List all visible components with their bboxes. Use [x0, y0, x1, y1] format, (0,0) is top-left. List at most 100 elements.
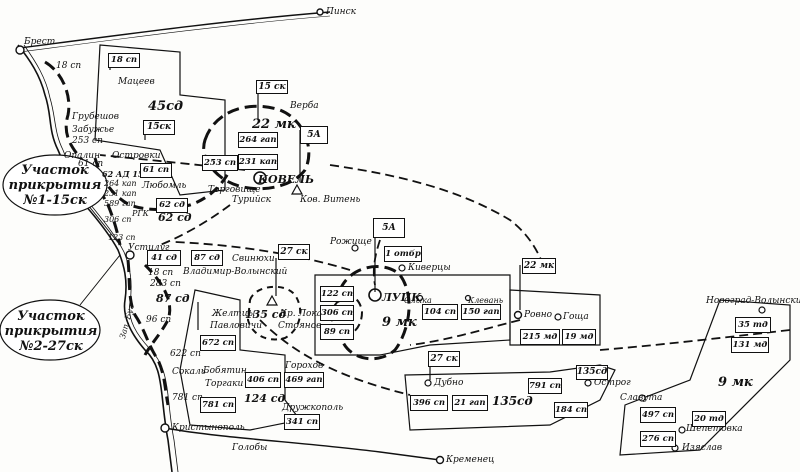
label-kovel-station: Ков. Витень: [300, 195, 361, 205]
label-kivertsy: Киверцы: [408, 263, 451, 273]
formation-283sp: 283 сп: [150, 279, 181, 289]
march-22mk-rovno: [329, 164, 546, 271]
label-vladimir: Владимир-Волынский: [183, 267, 288, 277]
label-ostrog: Острог: [594, 378, 631, 388]
label-klevan: Клевань: [468, 296, 504, 305]
label-brest: Брест: [24, 37, 56, 47]
formation-62ad: 62 АД 15ск: [102, 169, 154, 179]
formation-135sd-b: 135сд: [492, 394, 533, 408]
brest-marker: [15, 45, 25, 55]
unit-15sk-top: 15 ск: [256, 80, 288, 94]
unit-22mk: 22 мк: [522, 258, 556, 274]
unit-497sp: 497 сп: [640, 407, 676, 423]
formation-135sd: 135 сд: [245, 308, 287, 321]
area-9mk-right: [619, 299, 791, 456]
area-lutsk-box: [314, 274, 511, 356]
label-druzhkopol: Дружкополь: [282, 403, 344, 413]
label-novograd: Новоград-Волынский: [706, 296, 800, 306]
formation-123: 123 сп: [108, 233, 136, 242]
unit-27sk: 27 ск: [278, 244, 310, 260]
label-holoby: Голобы: [232, 443, 268, 453]
unit-21gap: 21 гап: [452, 395, 488, 411]
label-slavuta: Славута: [620, 393, 663, 403]
label-zabuzhe: Забужье: [72, 125, 115, 135]
bug-river-2: [23, 44, 179, 472]
unit-406sp: 406 сп: [245, 372, 281, 388]
label-turiysk: Турийск: [232, 195, 271, 205]
formation-9mk-b: 9 мк: [718, 375, 753, 390]
march-south: [259, 319, 411, 396]
formation-18cn: 18 сп: [148, 268, 174, 278]
label-stoyanov: Стоянов: [278, 321, 322, 331]
unit-469gap: 469 гап: [284, 372, 324, 388]
unit-27sk-2: 27 ск: [428, 351, 460, 367]
olyka-marker: [416, 294, 424, 302]
label-shepetovka: Шепетовка: [686, 424, 743, 434]
label-maciev: Мацеев: [118, 77, 155, 87]
unit-5a-2: 5А: [373, 218, 405, 238]
label-pinsk: Пинск: [326, 7, 356, 17]
formation-9mk: 9 мк: [382, 315, 417, 330]
unit-276sp: 276 сп: [640, 431, 676, 447]
frontline-62sd: [93, 157, 232, 211]
unit-35td: 35 тд: [735, 317, 771, 333]
frontline-87sd: [143, 263, 172, 356]
formation-87sd: 87 сд: [156, 292, 190, 305]
unit-253sp: 253 сп: [202, 155, 238, 171]
krystynopol-marker: [160, 423, 170, 433]
unit-341sp: 341 сп: [284, 414, 320, 430]
road-kremenets: [164, 427, 441, 461]
unit-215md: 215 мд: [520, 329, 560, 345]
sector-2-text: Участок прикрытия №2-27ск: [4, 309, 98, 354]
formation-45sd: 45сд: [148, 99, 184, 114]
label-bobyatin: Бобятин: [203, 366, 247, 376]
formation-264: 264 кап: [104, 179, 137, 188]
label-lyubomil: Любомль: [142, 181, 187, 191]
dubno-marker: [424, 379, 432, 387]
outline-45sd: [94, 44, 226, 196]
unit-87sd: 87 сд: [191, 250, 223, 266]
unit-15sk: 15ск: [143, 120, 175, 135]
frontline-south: [126, 259, 170, 406]
label-izyaslav: Изяслав: [682, 443, 723, 453]
unit-19md: 19 мд: [562, 329, 596, 345]
label-ostrovki: Островки: [112, 151, 161, 161]
rovno-marker: [513, 310, 523, 320]
gotsha-marker: [554, 313, 562, 321]
unit-184sp: 184 сп: [554, 402, 588, 418]
label-krystynopol: Кристынополь: [172, 423, 245, 433]
shepetovka-marker: [678, 426, 686, 434]
formation-rgk: РГК: [132, 209, 149, 218]
sector-1-label: Участок прикрытия №1-15ск: [6, 163, 104, 209]
formation-253sp: 253 сп: [72, 136, 103, 146]
zone-22mk: [202, 104, 311, 191]
label-olyka: Олыка: [404, 296, 432, 305]
march-215: [409, 319, 521, 346]
unit-306sp: 306 сп: [320, 305, 354, 321]
ostrog-marker: [584, 379, 592, 387]
label-pavlovichi: Павловичи: [210, 321, 263, 331]
sector-2-oval: [0, 299, 101, 361]
unit-781sp: 781 сп: [200, 397, 236, 413]
label-ustilug: Устилуг: [128, 243, 170, 253]
area-rovno-box: [509, 289, 601, 346]
unit-1otbr: 1 отбр: [384, 246, 422, 262]
label-gotsha: Гоща: [563, 312, 589, 322]
formation-231: 231 кап: [104, 189, 137, 198]
unit-396sp: 396 сп: [410, 395, 448, 411]
unit-264gap: 264 гап: [238, 132, 278, 148]
label-opalin: Опалин: [64, 151, 100, 161]
zone-135sd: [246, 285, 302, 341]
formation-781sp: 781 сп: [172, 393, 203, 403]
unit-104sp: 104 сп: [422, 304, 458, 320]
callout-s2: [79, 254, 121, 306]
kr-lokach-marker: [265, 294, 279, 306]
formation-61sp: 61 сп: [78, 159, 104, 169]
unit-131md: 131 мд: [731, 337, 769, 353]
kovel-station-marker: [290, 183, 304, 195]
sector-2-label: Участок прикрытия №2-27ск: [4, 309, 98, 355]
unit-672sp: 672 сп: [200, 335, 236, 351]
unit-150gap: 150 гап: [461, 304, 501, 320]
